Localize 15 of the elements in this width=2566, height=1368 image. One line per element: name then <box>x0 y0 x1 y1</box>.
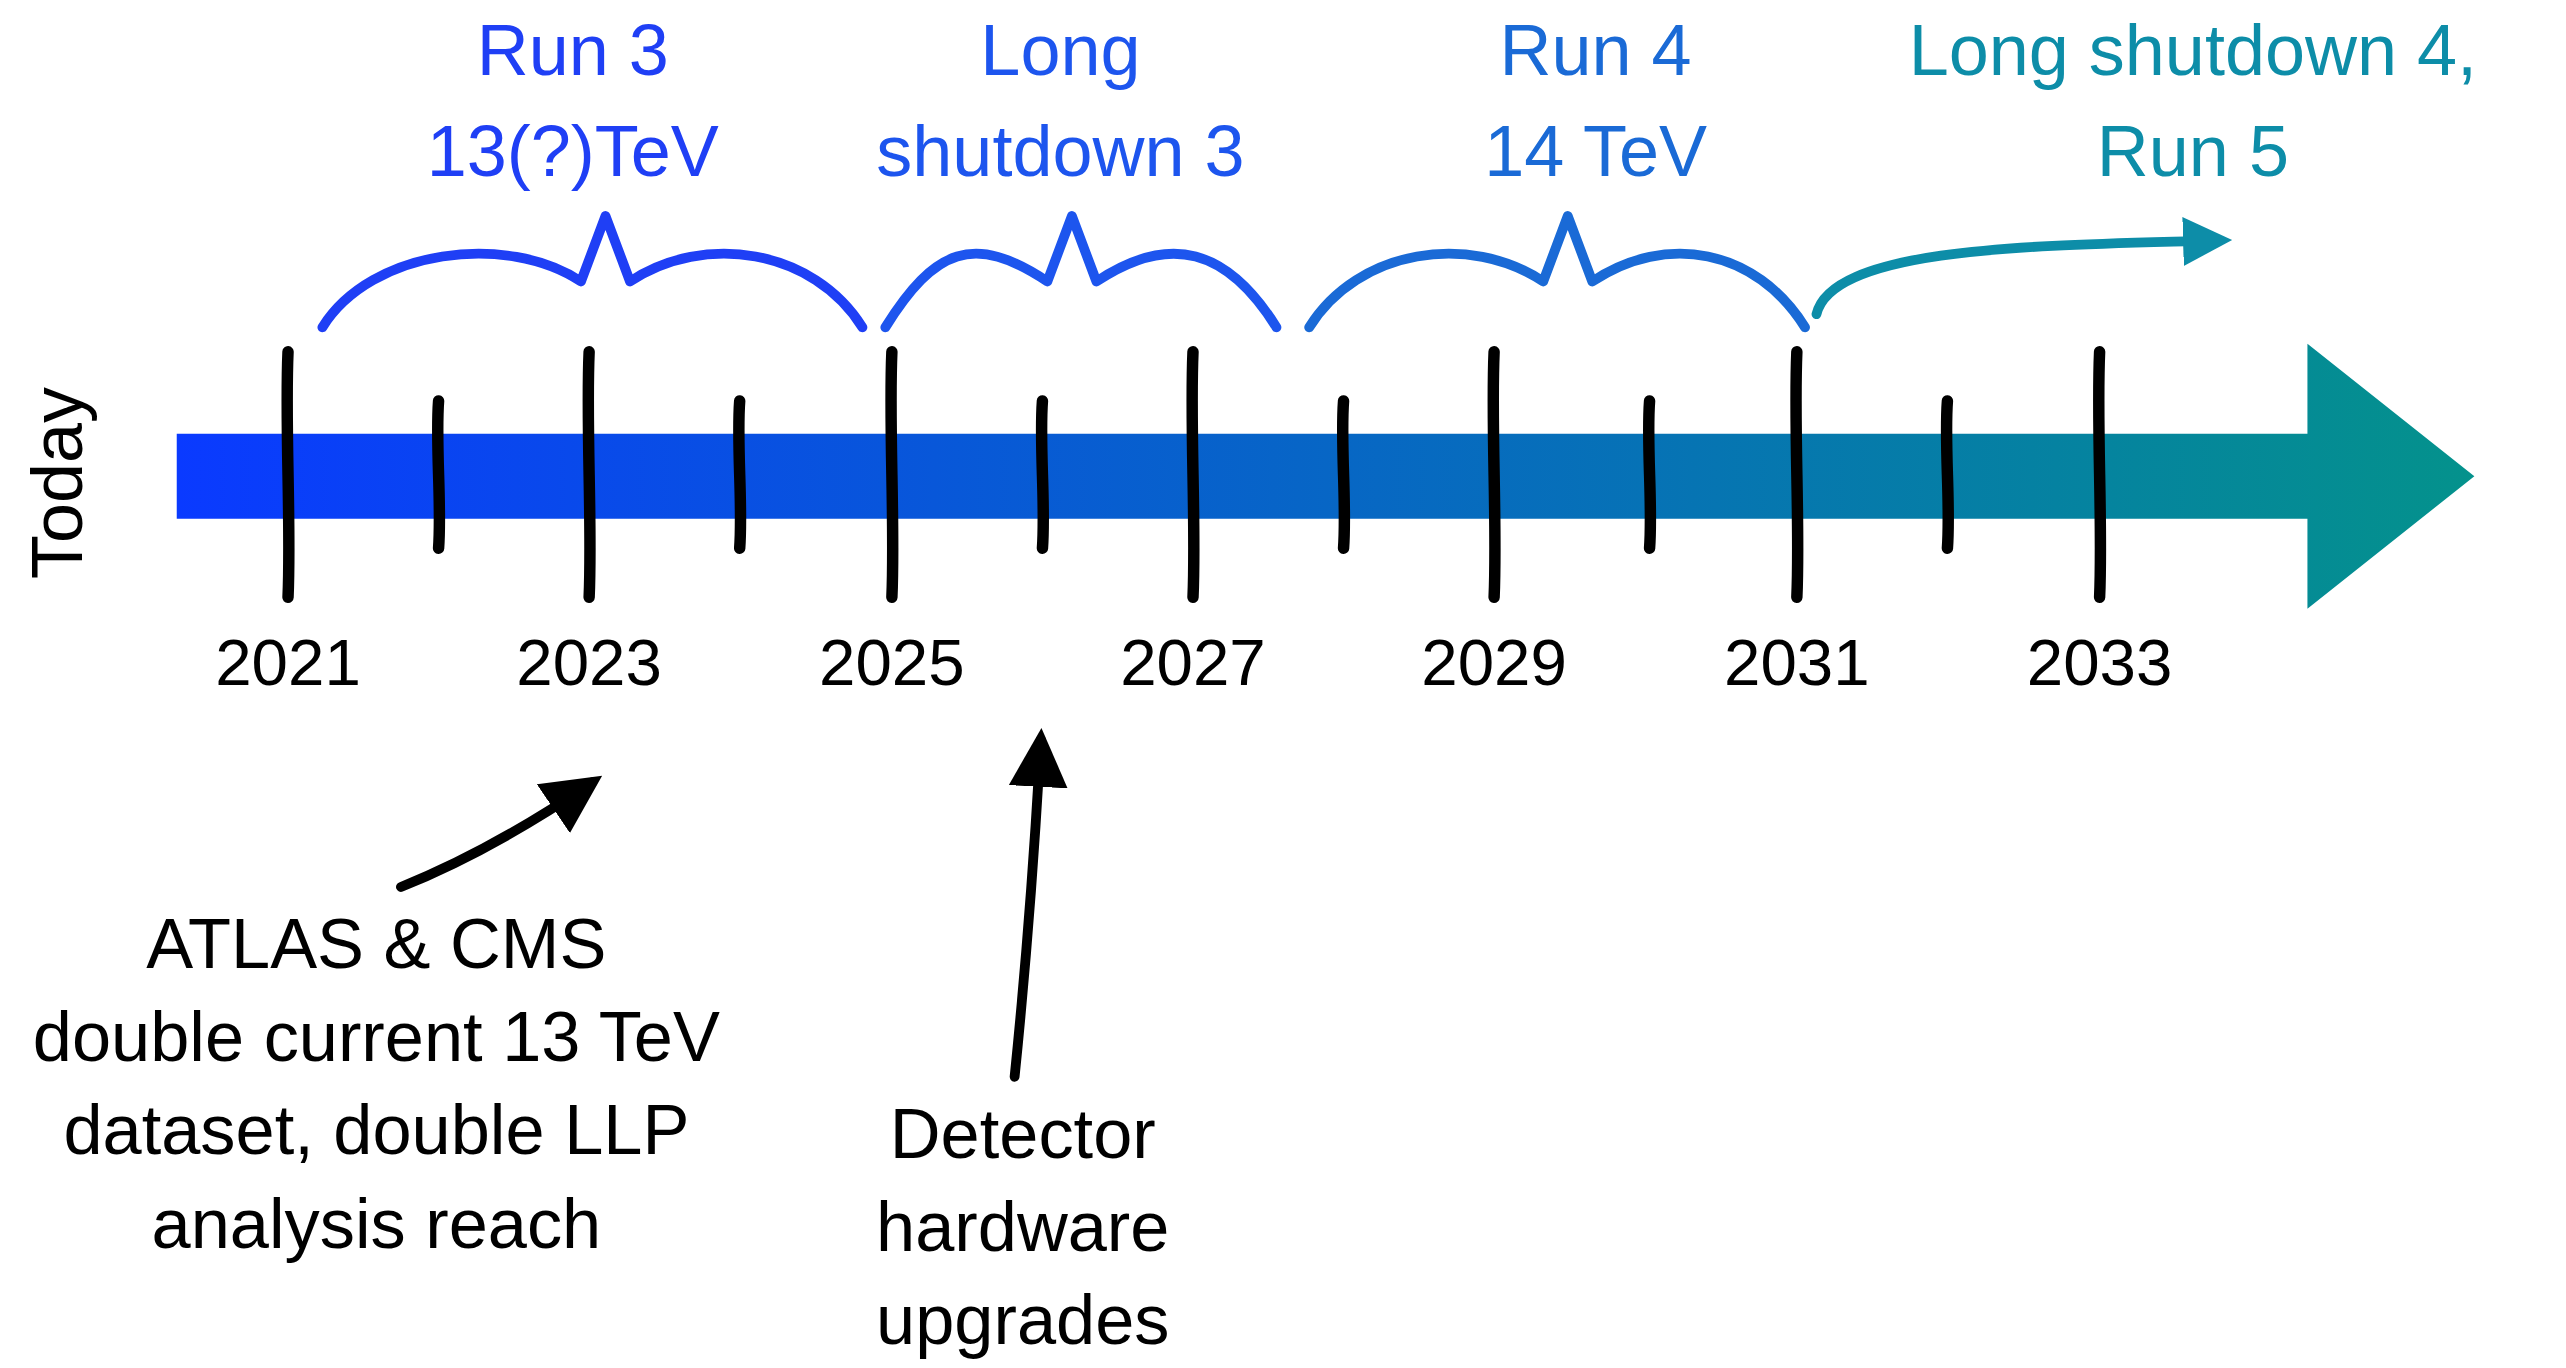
year-label: 2025 <box>818 624 966 701</box>
period-label: Long shutdown 3 <box>875 9 1246 194</box>
annotation-text: Detector hardware upgrades <box>834 1086 1211 1367</box>
year-label: 2023 <box>515 624 663 701</box>
annotation-text: ATLAS & CMS double current 13 TeV dataset, double LLP analysis reach <box>32 896 721 1270</box>
year-label: 2027 <box>1119 624 1267 701</box>
period-label: Run 3 13(?)TeV <box>425 9 720 194</box>
year-label: 2021 <box>214 624 362 701</box>
period-label: Run 4 14 TeV <box>1483 9 1708 194</box>
arrow <box>396 775 603 892</box>
period-label: Long shutdown 4, Run 5 <box>1907 9 2479 194</box>
year-label: 2031 <box>1723 624 1871 701</box>
year-label: 2033 <box>2025 624 2174 701</box>
arrow <box>1008 727 1068 1082</box>
year-label: 2029 <box>1420 624 1568 701</box>
